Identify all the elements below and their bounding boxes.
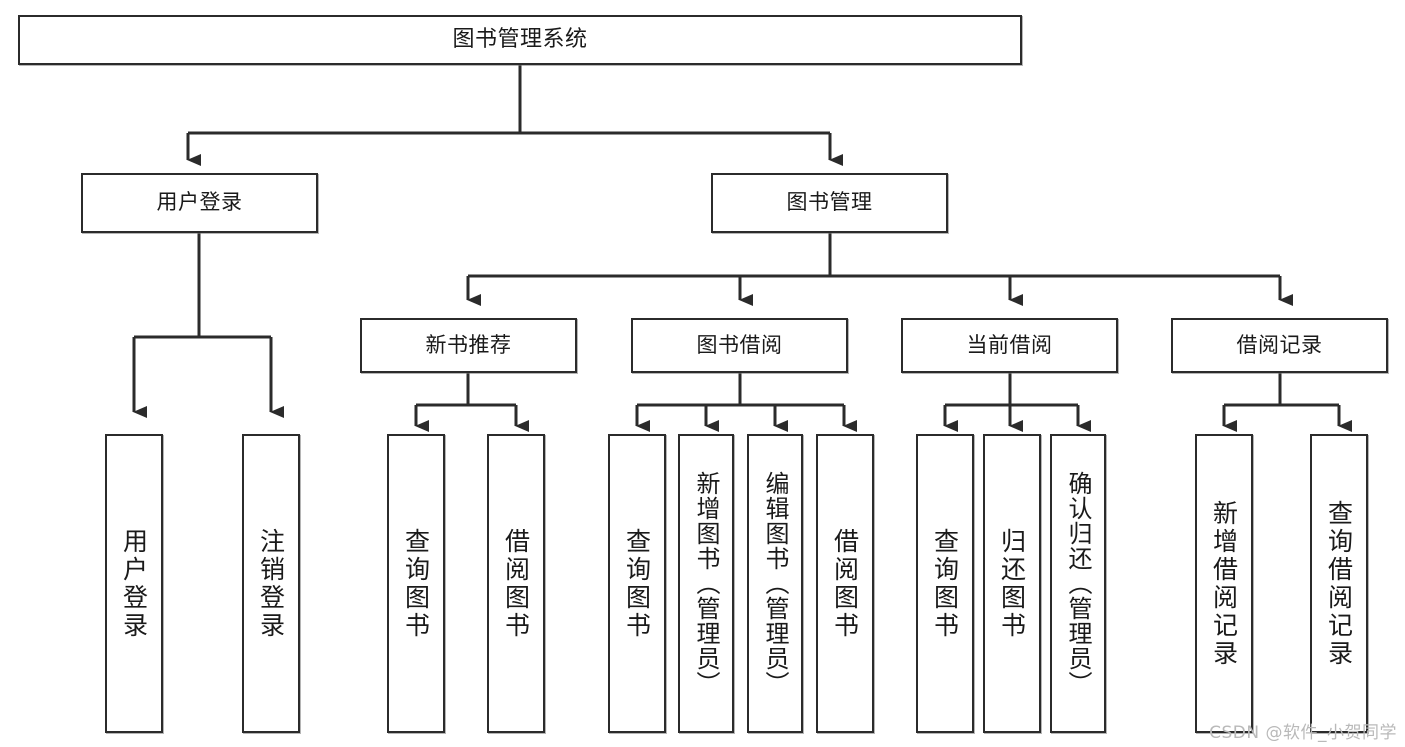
- node-label: 图书借阅: [696, 332, 783, 357]
- watermark-text: CSDN @软件_小贺同学: [1209, 723, 1397, 743]
- node-label: 新增借阅记录: [1209, 499, 1239, 668]
- leaf-logout[interactable]: 注销登录: [242, 434, 300, 733]
- node-label: 新书推荐: [425, 332, 512, 357]
- node-label: 查询图书: [930, 527, 960, 640]
- node-book-borrowing[interactable]: 图书借阅: [631, 318, 848, 373]
- leaf-add-borrow-record[interactable]: 新增借阅记录: [1195, 434, 1253, 733]
- leaf-edit-book-admin[interactable]: 编辑图书（管理员）: [747, 434, 803, 733]
- node-label: 图书管理: [786, 190, 873, 215]
- node-label: 用户登录: [156, 190, 243, 215]
- node-root-book-management-system[interactable]: 图书管理系统: [18, 15, 1022, 65]
- node-user-login[interactable]: 用户登录: [81, 173, 318, 233]
- node-label: 查询图书: [622, 527, 652, 640]
- leaf-query-book-current[interactable]: 查询图书: [916, 434, 974, 733]
- leaf-add-book-admin[interactable]: 新增图书（管理员）: [678, 434, 734, 733]
- leaf-borrow-book-recommend[interactable]: 借阅图书: [487, 434, 545, 733]
- node-book-management[interactable]: 图书管理: [711, 173, 948, 233]
- leaf-return-book[interactable]: 归还图书: [983, 434, 1041, 733]
- node-label: 编辑图书（管理员）: [761, 471, 789, 696]
- node-new-book-recommendation[interactable]: 新书推荐: [360, 318, 577, 373]
- node-borrowing-record[interactable]: 借阅记录: [1171, 318, 1388, 373]
- leaf-query-book-recommend[interactable]: 查询图书: [387, 434, 445, 733]
- node-label: 用户登录: [119, 527, 149, 640]
- node-label: 当前借阅: [966, 332, 1053, 357]
- node-label: 借阅图书: [501, 527, 531, 640]
- node-label: 查询图书: [401, 527, 431, 640]
- node-label: 确认归还（管理员）: [1064, 471, 1092, 696]
- leaf-confirm-return-admin[interactable]: 确认归还（管理员）: [1050, 434, 1106, 733]
- node-label: 借阅记录: [1236, 332, 1323, 357]
- leaf-query-book-borrow[interactable]: 查询图书: [608, 434, 666, 733]
- leaf-borrow-book[interactable]: 借阅图书: [816, 434, 874, 733]
- node-label: 查询借阅记录: [1324, 499, 1354, 668]
- node-current-borrowing[interactable]: 当前借阅: [901, 318, 1118, 373]
- leaf-query-borrow-record[interactable]: 查询借阅记录: [1310, 434, 1368, 733]
- node-label: 新增图书（管理员）: [692, 471, 720, 696]
- node-label: 归还图书: [997, 527, 1027, 640]
- node-label: 注销登录: [256, 527, 286, 640]
- node-label: 图书管理系统: [452, 26, 588, 52]
- leaf-user-login[interactable]: 用户登录: [105, 434, 163, 733]
- node-label: 借阅图书: [830, 527, 860, 640]
